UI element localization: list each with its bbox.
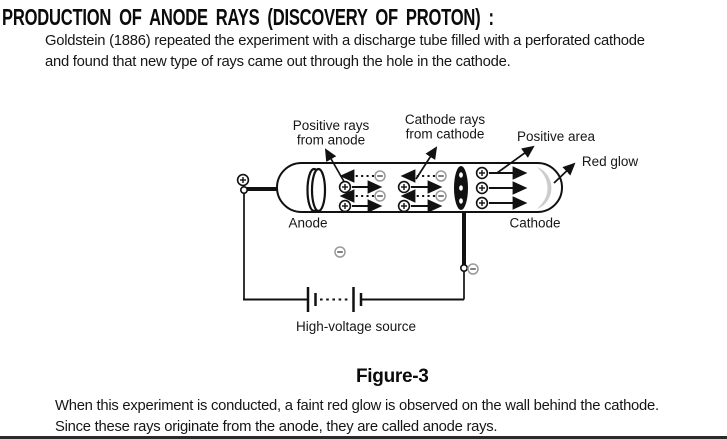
plus-charge-icon	[475, 196, 489, 210]
plus-charge-icon	[397, 199, 411, 213]
positive-rays-label-line1: Positive rays	[293, 118, 370, 133]
conclusion-paragraph: When this experiment is conducted, a fai…	[55, 396, 659, 439]
plus-charge-icon	[236, 173, 250, 187]
red-glow-crescent	[537, 167, 552, 209]
plus-charge-icon	[338, 180, 352, 194]
high-voltage-battery	[306, 287, 363, 312]
positive-area-label: Positive area	[517, 129, 596, 144]
minus-charge-icon	[374, 190, 386, 202]
page-title: PRODUCTION OF ANODE RAYS (DISCOVERY OF P…	[2, 4, 494, 30]
plus-charge-icon	[475, 181, 489, 195]
plus-charge-icon	[475, 166, 489, 180]
positive-rays-callout-arrow	[324, 148, 347, 186]
red-glow-callout-arrow	[553, 162, 576, 184]
conclusion-line-1: When this experiment is conducted, a fai…	[55, 398, 659, 414]
intro-paragraph: Goldstein (1886) repeated the experiment…	[45, 31, 645, 74]
anode-disc	[306, 167, 327, 213]
cathode-label: Cathode	[509, 216, 560, 231]
cathode-rays-label-line1: Cathode rays	[405, 112, 486, 127]
left-terminal-node	[240, 186, 249, 195]
plus-charge-icon	[397, 180, 411, 194]
positive-area-callout-arrow	[496, 145, 535, 174]
minus-charge-icon	[334, 246, 346, 258]
figure-caption: Figure-3	[356, 366, 429, 387]
high-voltage-source-label: High-voltage source	[296, 319, 416, 334]
positive-ray-arrows	[352, 166, 528, 213]
anode-label: Anode	[288, 216, 327, 231]
discharge-tube-figure: Positive rays from anode Cathode rays fr…	[236, 112, 639, 334]
conclusion-line-2: Since these rays originate from the anod…	[55, 419, 498, 436]
minus-charge-icon	[374, 170, 386, 182]
red-glow-label: Red glow	[582, 154, 639, 169]
minus-charge-icon	[467, 263, 479, 275]
cathode-disc	[454, 166, 468, 210]
scan-edge-line	[0, 436, 727, 439]
intro-line-1: Goldstein (1886) repeated the experiment…	[45, 33, 645, 49]
cathode-rays-callout-arrow	[415, 146, 438, 180]
plus-charge-icon	[338, 199, 352, 213]
cathode-rays-label-line2: from cathode	[406, 127, 485, 142]
minus-charge-icon	[435, 170, 447, 182]
right-terminal-node	[459, 263, 468, 272]
intro-line-2: and found that new type of rays came out…	[45, 54, 511, 71]
minus-charge-icon	[435, 190, 447, 202]
positive-rays-label-line2: from anode	[297, 133, 365, 148]
